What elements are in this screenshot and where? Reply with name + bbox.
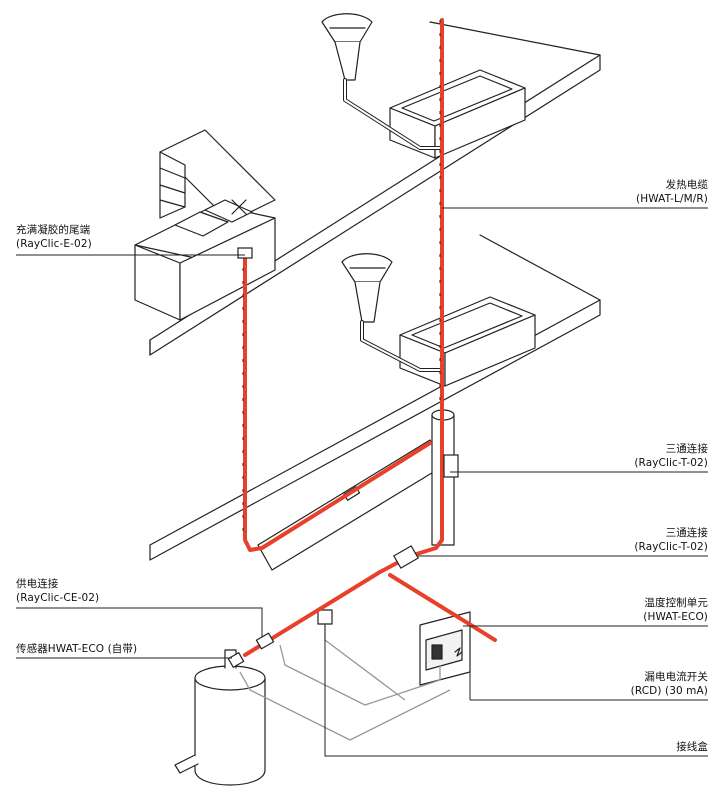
label-tee-upper: 三通连接(RayClic-T-02) [634,443,708,469]
label-junction-box: 接线盒 [676,741,708,753]
label-power-connection: 供电连接(RayClic-CE-02) [16,578,100,604]
label-sensor: 传感器HWAT-ECO (自带) [16,643,138,655]
insulated-pipe [257,437,449,571]
junction-box [317,609,333,625]
label-end-seal: 充满凝胶的尾端(RayClic-E-02) [16,224,92,250]
end-seal-cap [237,247,253,259]
water-heater [174,649,266,786]
lower-bathtub [399,296,536,387]
lower-basin [341,253,393,323]
label-tee-lower: 三通连接(RayClic-T-02) [634,527,708,553]
label-controller: 温度控制单元(HWAT-ECO) [643,597,708,623]
leader-lines [16,207,708,757]
control-box [419,611,471,686]
upper-basin [321,13,373,81]
label-heating-cable: 发热电缆(HWAT-L/M/R) [636,179,708,205]
upper-bathtub [389,69,526,159]
label-rcd: 漏电电流开关(RCD) (30 mA) [630,671,708,697]
tee-connectors [227,454,459,669]
kitchen-counter [134,129,276,321]
